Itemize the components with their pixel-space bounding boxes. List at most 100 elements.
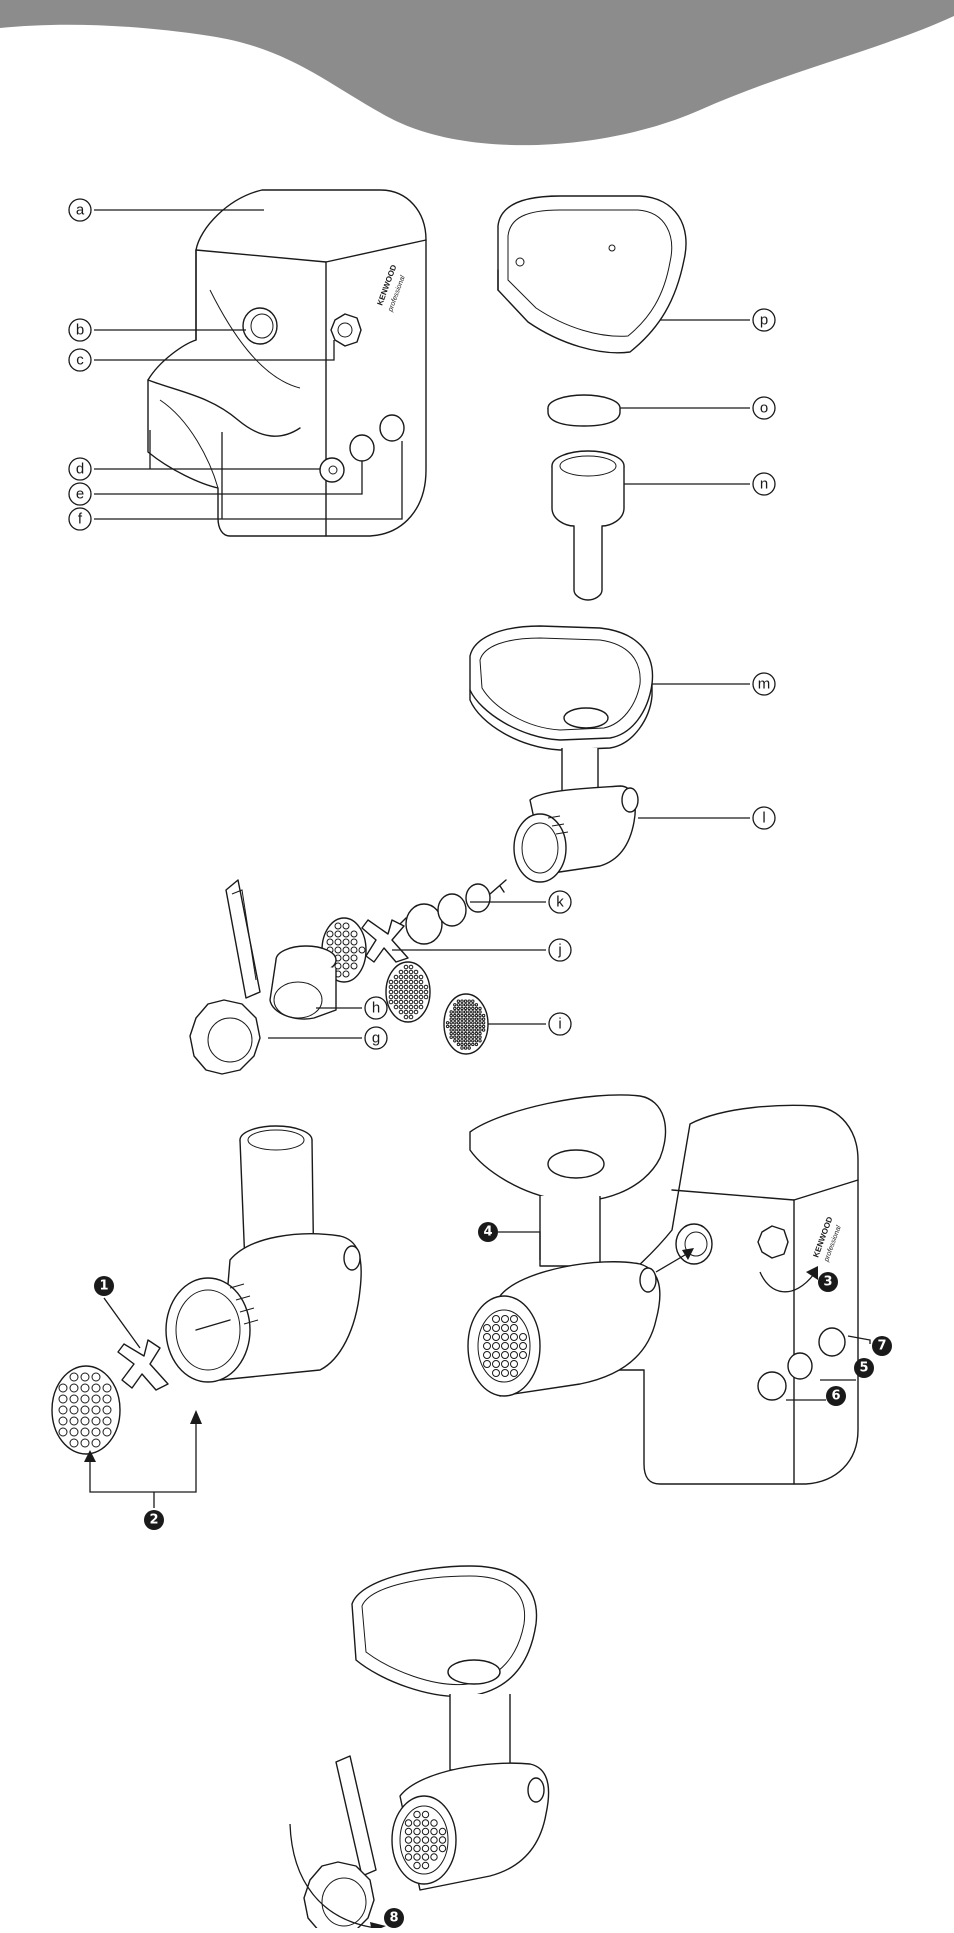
screen-hole	[342, 930, 350, 938]
screen-hole	[413, 994, 419, 1000]
screen-hole	[478, 1039, 482, 1043]
screen-hole	[334, 938, 342, 946]
part-label-o: o	[760, 400, 768, 417]
screen-hole	[413, 984, 419, 990]
ring-nut-part	[269, 945, 362, 1020]
screen-hole	[393, 974, 399, 980]
fine-screen-part	[443, 993, 546, 1055]
screen-hole	[388, 994, 394, 1000]
part-label-circle-l	[752, 806, 776, 830]
medium-screen-part	[385, 961, 431, 1023]
screen-hole	[463, 999, 468, 1003]
step-marker-circle-1	[94, 1276, 114, 1296]
spanner-part	[189, 879, 362, 1075]
screen-hole	[467, 1010, 471, 1014]
screen-hole	[463, 1028, 468, 1032]
screen-hole	[453, 1013, 457, 1018]
screen-hole	[460, 1013, 464, 1018]
screen-hole	[474, 1006, 479, 1011]
screen-hole	[467, 999, 471, 1003]
screen-hole	[467, 1006, 471, 1011]
part-label-n: n	[760, 476, 768, 493]
screen-hole	[456, 1021, 461, 1025]
screen-hole	[460, 1028, 464, 1032]
screen-hole	[478, 1024, 482, 1029]
screen-hole	[418, 979, 424, 985]
screen-hole	[453, 1021, 457, 1025]
screen-hole	[388, 979, 394, 985]
screen-hole	[478, 1006, 482, 1011]
part-label-b: b	[76, 322, 84, 339]
part-label-p: p	[760, 312, 768, 329]
screen-hole	[449, 1021, 453, 1025]
part-label-circle-k	[548, 890, 572, 914]
screen-hole	[449, 1028, 453, 1032]
screen-hole	[58, 1383, 68, 1393]
screen-hole	[413, 999, 419, 1005]
screen-hole	[460, 1010, 464, 1014]
screen-hole	[413, 979, 419, 985]
screen-hole	[463, 1035, 468, 1039]
screen-hole	[453, 1017, 457, 1021]
screen-hole	[474, 1031, 479, 1036]
screen-hole	[398, 979, 404, 985]
screen-hole	[478, 1035, 482, 1039]
screen-hole	[413, 1004, 419, 1010]
screen-hole	[463, 1021, 468, 1025]
screen-hole	[393, 999, 399, 1005]
part-label-d: d	[76, 461, 84, 478]
screen-hole	[418, 974, 424, 980]
screen-hole	[478, 1010, 482, 1014]
screen-hole	[471, 999, 475, 1003]
screen-hole	[467, 1035, 471, 1039]
screen-hole	[342, 946, 350, 954]
screen-hole	[519, 1333, 527, 1341]
step-marker-8: 8	[389, 1911, 398, 1926]
step-marker-3: 3	[823, 1275, 832, 1290]
screen-hole	[91, 1372, 101, 1382]
screen-hole	[481, 1028, 486, 1032]
screen-hole	[501, 1360, 509, 1368]
screen-hole	[408, 974, 414, 980]
screen-hole	[483, 1324, 491, 1332]
screen-hole	[334, 930, 342, 938]
screen-hole	[478, 1017, 482, 1021]
screen-hole	[413, 1819, 421, 1827]
screen-hole	[438, 1836, 447, 1844]
screen-hole	[80, 1405, 90, 1415]
screen-hole	[483, 1360, 491, 1368]
screen-hole	[463, 1010, 468, 1014]
screen-hole	[403, 974, 409, 980]
screen-hole	[398, 974, 404, 980]
screen-hole	[453, 1035, 457, 1039]
assembly-fit-motor: KENWOOD professional	[467, 1094, 871, 1485]
screen-hole	[388, 989, 394, 995]
screen-hole	[481, 1021, 486, 1025]
screen-hole	[501, 1333, 509, 1341]
screen-hole	[404, 1827, 413, 1836]
screen-hole	[492, 1360, 500, 1368]
screen-hole	[102, 1427, 112, 1437]
screen-hole	[91, 1438, 101, 1448]
part-label-k: k	[556, 894, 564, 911]
screen-hole	[471, 1006, 475, 1011]
screen-hole	[404, 1853, 413, 1861]
screen-hole	[460, 1031, 464, 1036]
screen-hole	[460, 999, 464, 1003]
step-marker-circle-2	[144, 1510, 164, 1530]
part-label-a: a	[76, 202, 85, 219]
screen-hole	[326, 938, 334, 946]
step-marker-circle-6	[826, 1386, 846, 1406]
screen-hole	[474, 1013, 479, 1018]
part-label-m: m	[758, 676, 771, 693]
screen-hole	[471, 1039, 475, 1043]
assembly-step-body	[51, 1125, 362, 1508]
screen-hole	[456, 1024, 461, 1029]
part-label-circle-j	[548, 938, 572, 962]
step-marker-6: 6	[831, 1389, 840, 1404]
screen-hole	[408, 979, 414, 985]
screen-hole	[449, 1031, 453, 1036]
screw-part	[391, 879, 546, 945]
step-marker-4: 4	[483, 1225, 492, 1240]
